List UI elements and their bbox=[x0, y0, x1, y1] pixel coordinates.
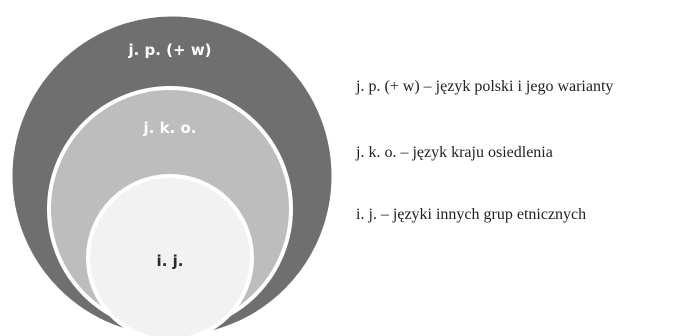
inner-circle-label: i. j. bbox=[157, 252, 184, 270]
legend-item-inner: i. j. – języki innych grup etnicznych bbox=[356, 206, 587, 223]
nested-circles-diagram: j. p. (+ w) j. k. o. i. j. bbox=[9, 13, 335, 336]
middle-circle-label: j. k. o. bbox=[143, 119, 197, 137]
legend-item-outer: j. p. (+ w) – język polski i jego warian… bbox=[356, 78, 614, 95]
legend-item-middle: j. k. o. – język kraju osiedlenia bbox=[356, 144, 553, 161]
outer-circle-label: j. p. (+ w) bbox=[127, 41, 211, 59]
inner-circle bbox=[86, 174, 254, 336]
